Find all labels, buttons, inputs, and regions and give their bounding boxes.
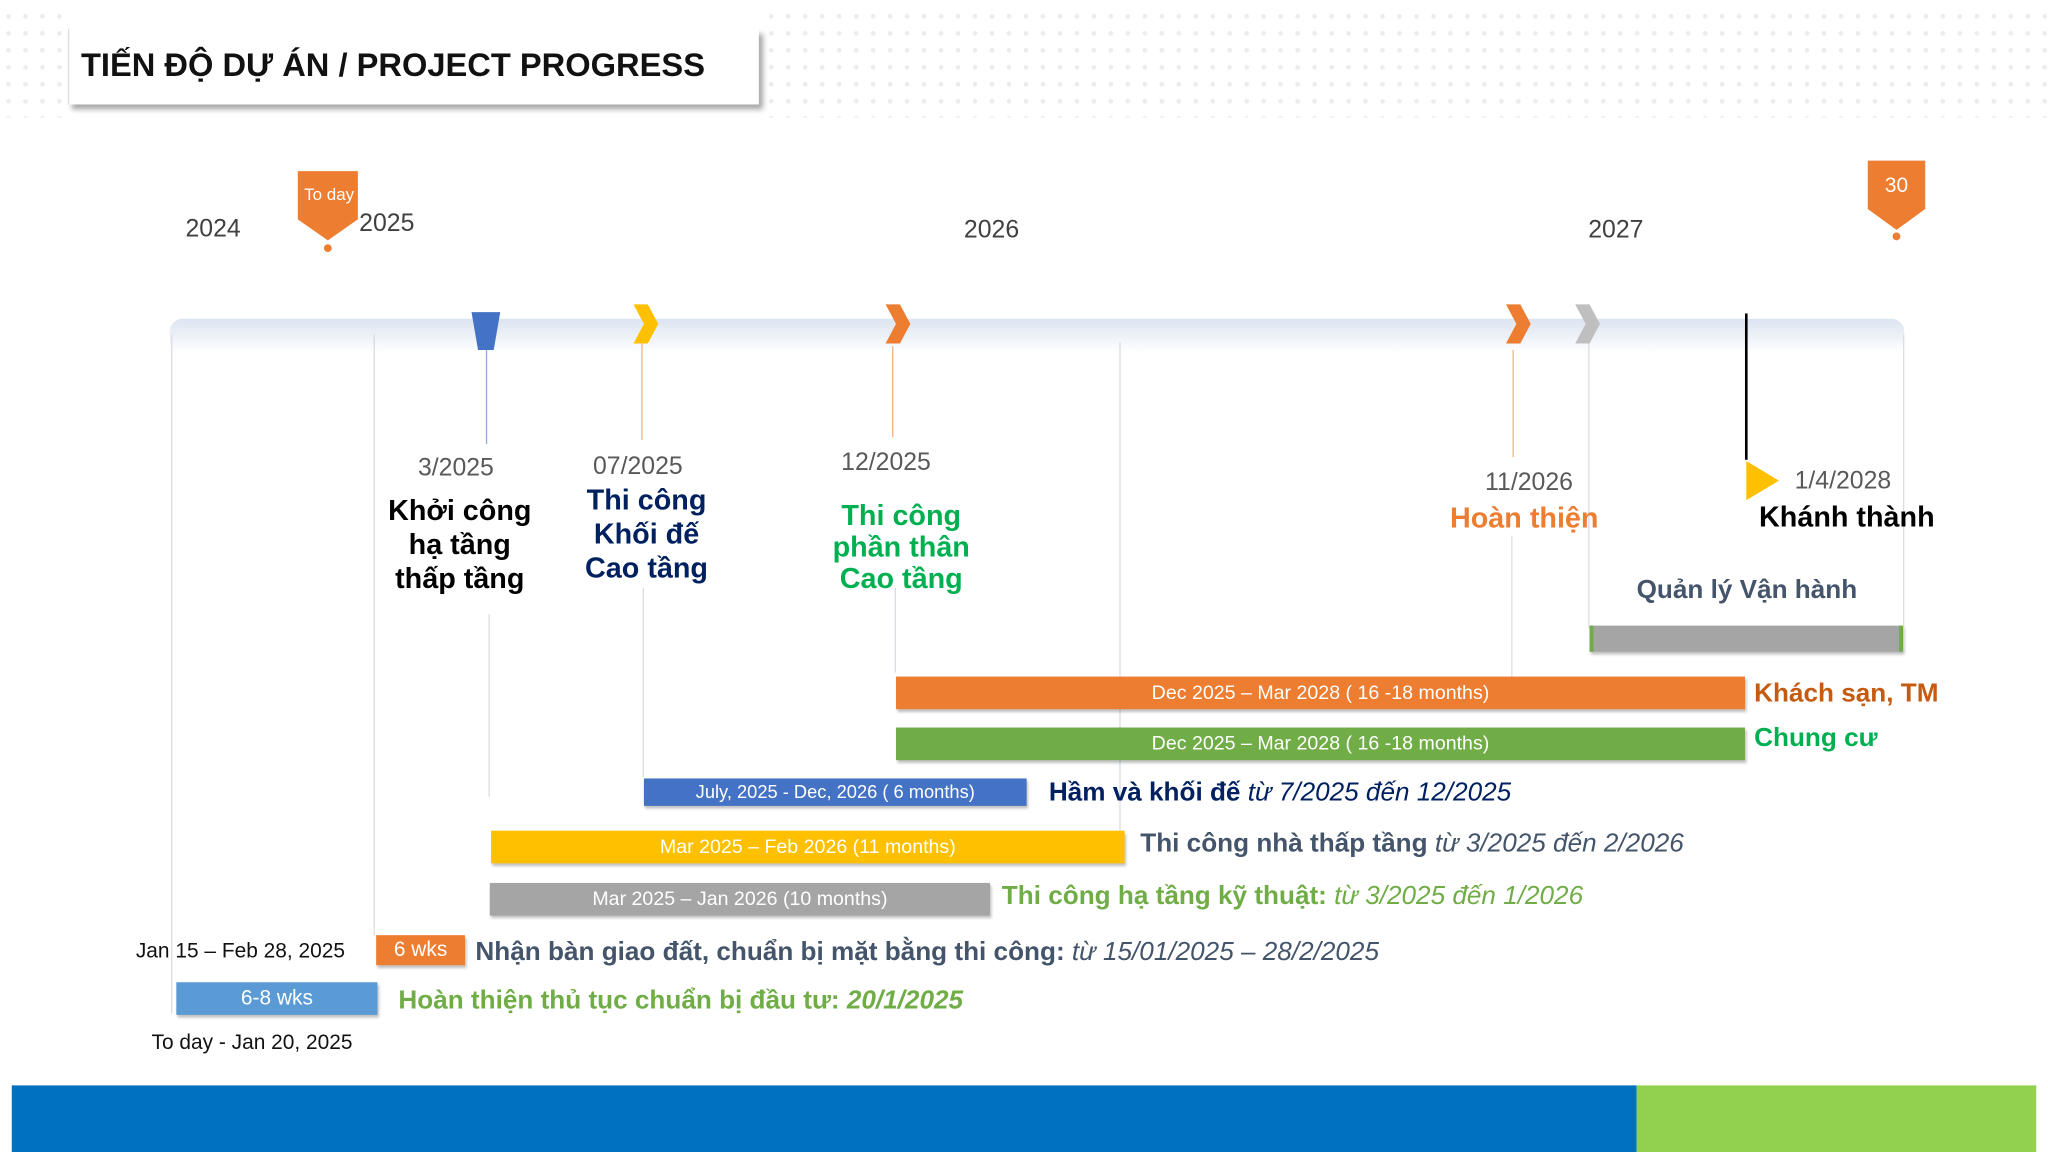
timeline-rail: [169, 318, 1905, 353]
dot-pattern-left: [0, 7, 63, 118]
quarter-cell: QUÍ 2: [506, 270, 572, 298]
task-label-procedures: Hoàn thiện thủ tục chuẩn bị đầu tư: 20/1…: [398, 986, 963, 1016]
task-label-main: Hoàn thiện thủ tục chuẩn bị đầu tư:: [398, 986, 840, 1015]
guide-line: [373, 334, 375, 936]
quarter-cell: QUÍ 1: [348, 270, 414, 298]
milestone-date: 11/2026: [1485, 468, 1573, 497]
milestone-connector: [1744, 313, 1748, 460]
guide-line: [1511, 535, 1513, 680]
quarter-cell: QUÍ 4: [821, 270, 887, 298]
quarter-cell: QUÍ 4: [1452, 270, 1518, 298]
task-side-date: Jan 15 – Feb 28, 2025: [135, 940, 345, 963]
task-label-dates: từ 3/2025 đến 1/2026: [1326, 881, 1584, 911]
task-bar: 6 wks: [376, 935, 465, 966]
year-label-2027: 2027: [1588, 216, 1644, 245]
footer-bar-blue: [11, 1085, 1637, 1152]
chevron-orange-icon: [1505, 304, 1531, 344]
chevron-orange-icon: [885, 304, 911, 344]
quarter-cell: QUÍ 3: [1294, 270, 1360, 298]
quarter-cell: QUÍ 1: [979, 270, 1045, 298]
today-flag-icon: [297, 171, 358, 253]
task-label-basement: Hầm và khối đế từ 7/2025 đến 12/2025: [1049, 778, 1511, 808]
milestone-date: 1/4/2028: [1794, 467, 1892, 496]
milestone-label: Khởi công hạ tầng thấp tầng: [388, 493, 532, 595]
milestone-date: 07/2025: [592, 453, 683, 481]
quarter-cell: QUÍ 3: [663, 270, 729, 298]
quarter-cell: QUÍ 4: [190, 270, 256, 298]
task-bar: Dec 2025 – Mar 2028 ( 16 -18 months): [895, 727, 1745, 761]
quarter-cell: QUÍ 1: [1610, 270, 1676, 298]
guide-line: [894, 587, 896, 673]
end-flag-icon: [1867, 160, 1926, 241]
guide-line: [1588, 334, 1590, 629]
task-label-dates: từ 15/01/2025 – 28/2/2025: [1064, 937, 1379, 967]
milestone-label: Thi công Khối đế Cao tầng: [585, 483, 708, 584]
task-bar: July, 2025 - Dec, 2026 ( 6 months): [643, 778, 1027, 806]
page-title: TIẾN ĐỘ DỰ ÁN / PROJECT PROGRESS: [80, 47, 705, 84]
today-flag-label: To day: [304, 184, 355, 204]
quarter-cell: QUÍ 27: [1767, 270, 1846, 298]
guide-line: [171, 334, 173, 1014]
task-label-dates: từ 3/2025 đến 2/2026: [1427, 829, 1684, 859]
milestone-date: 12/2025: [841, 449, 931, 477]
task-label-hotel: Khách sạn, TM: [1754, 679, 1939, 708]
operations-label: Quản lý Vận hành: [1636, 575, 1858, 605]
footer-bar-green: [1636, 1085, 2037, 1152]
year-label-2025: 2025: [359, 210, 415, 238]
task-bar: Mar 2025 – Jan 2026 (10 months): [489, 882, 991, 916]
task-label-dates: từ 7/2025 đến 12/2025: [1240, 778, 1512, 808]
milestone-label: Thi công phần thân Cao tầng: [832, 498, 970, 595]
milestone-connector: [485, 350, 488, 445]
milestone-date: 3/2025: [417, 454, 494, 482]
milestone-connector: [1512, 350, 1514, 458]
marker-blue-icon: [471, 312, 501, 351]
guide-line: [1119, 342, 1121, 832]
task-label-handover: Nhận bàn giao đất, chuẩn bị mặt bằng thi…: [475, 938, 1379, 968]
task-label-infrastructure: Thi công hạ tầng kỹ thuật: từ 3/2025 đến…: [1002, 882, 1583, 912]
task-bar-operations: [1589, 625, 1904, 652]
quarter-cell: QUÍ 2: [1136, 270, 1202, 298]
year-label-2024: 2024: [185, 215, 241, 243]
task-label-main: Thi công hạ tầng kỹ thuật:: [1001, 881, 1327, 911]
guide-line: [642, 587, 644, 778]
chevron-yellow-icon: [633, 304, 659, 344]
task-label-main: Nhận bàn giao đất, chuẩn bị mặt bằng thi…: [475, 937, 1065, 967]
task-bar: 6-8 wks: [176, 982, 378, 1015]
triangle-yellow-icon: [1746, 461, 1779, 501]
task-label-main: Thi công nhà thấp tầng: [1140, 829, 1428, 859]
task-label-dates: 20/1/2025: [839, 986, 964, 1015]
guide-line: [1903, 334, 1905, 629]
title-box: [67, 28, 759, 105]
task-label-lowrise: Thi công nhà thấp tầng từ 3/2025 đến 2/2…: [1140, 829, 1684, 859]
milestone-label: Hoàn thiện: [1449, 501, 1599, 535]
task-label-apartment: Chung cư: [1754, 723, 1878, 753]
chevron-gray-icon: [1575, 304, 1600, 344]
year-label-2026: 2026: [963, 216, 1020, 245]
milestone-connector: [892, 346, 894, 438]
task-label-main: Hầm và khối đế: [1048, 778, 1241, 808]
task-bar: Mar 2025 – Feb 2026 (11 months): [491, 830, 1125, 864]
milestone-label: Khánh thành: [1759, 500, 1935, 533]
task-bar: Dec 2025 – Mar 2028 ( 16 -18 months): [895, 676, 1745, 710]
guide-line: [488, 613, 490, 797]
task-side-date: To day - Jan 20, 2025: [151, 1031, 353, 1055]
milestone-connector: [641, 342, 643, 441]
end-flag-label: 30: [1884, 175, 1909, 198]
dot-pattern-right: [762, 7, 2048, 118]
